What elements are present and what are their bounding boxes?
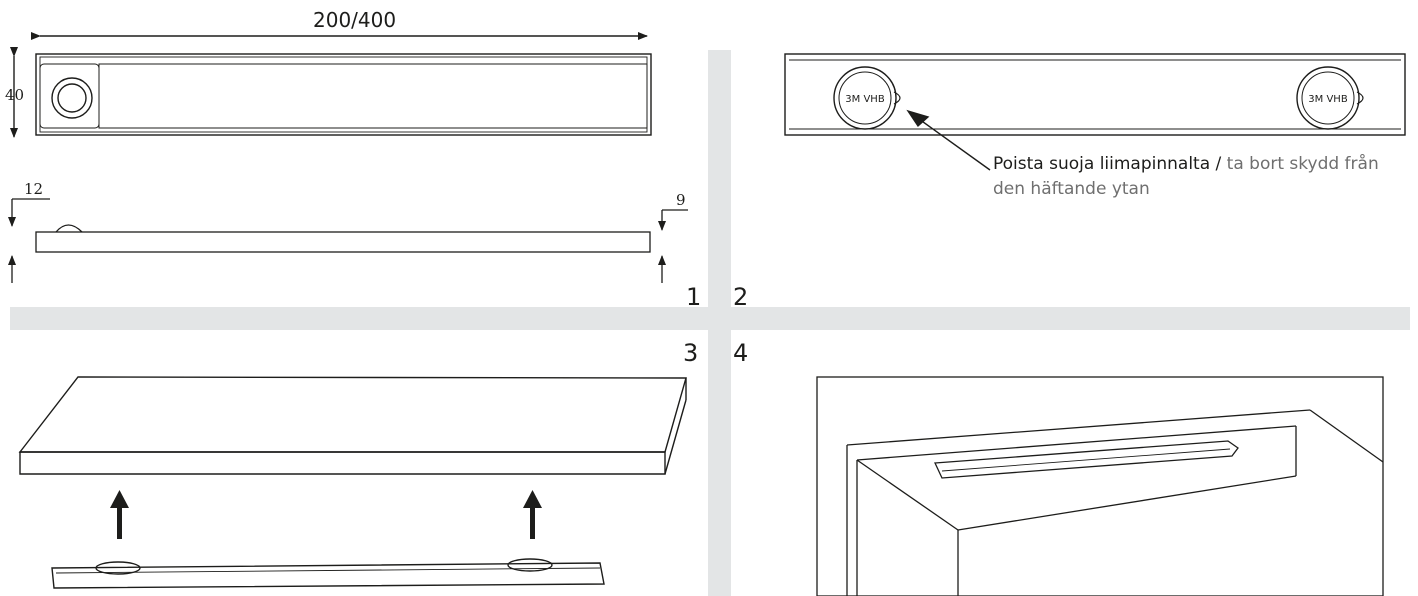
upward-arrows	[110, 490, 542, 539]
step-number-2: 2	[733, 283, 749, 311]
vertical-divider	[708, 50, 731, 596]
motion-sensor	[51, 77, 93, 119]
caption-finnish: Poista suoja liimapinnalta /	[993, 154, 1222, 174]
installed-light-bar	[934, 440, 1239, 479]
remove-liner-caption: Poista suoja liimapinnalta / ta bort sky…	[993, 152, 1413, 202]
up-arrow-right	[530, 505, 535, 539]
shelf-top	[18, 376, 687, 453]
tape-label-right: 3M VHB	[1308, 94, 1348, 105]
panel-1-side-view	[7, 198, 688, 283]
panel-3-shelf-mounting	[18, 376, 687, 589]
height-dimension: 40	[5, 86, 25, 104]
callout-leader	[911, 113, 991, 171]
step-number-3: 3	[683, 339, 699, 367]
step-number-4: 4	[733, 339, 749, 367]
thickness-right-dimension: 9	[676, 191, 686, 209]
panel-2-back-view	[784, 53, 1406, 171]
light-diffuser	[98, 63, 648, 129]
light-bar-side	[35, 231, 651, 253]
tape-label-left: 3M VHB	[845, 94, 885, 105]
sensor-housing	[39, 63, 100, 129]
shelf-front	[19, 451, 666, 475]
light-bar-back	[784, 53, 1406, 136]
adhesive-pad-left	[833, 66, 897, 130]
thickness-left-dimension: 12	[24, 180, 44, 198]
light-bar-front	[35, 53, 652, 136]
callout-arrowhead	[906, 109, 930, 128]
panel-4-frame	[816, 376, 1384, 596]
panel-4-cabinet-view	[816, 376, 1384, 596]
caption-swedish: ta bort skydd från den häftande ytan	[993, 154, 1379, 199]
length-dimension: 200/400	[313, 8, 397, 32]
up-arrow-left	[117, 505, 122, 539]
step-number-1: 1	[686, 283, 702, 311]
light-bar-perspective	[51, 562, 605, 589]
panel-1-front-view	[10, 32, 652, 138]
adhesive-pad-right	[1296, 66, 1360, 130]
